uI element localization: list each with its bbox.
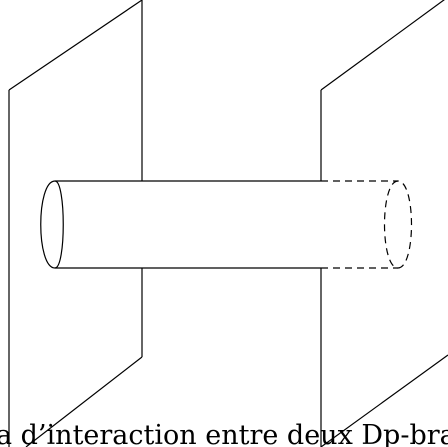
left-brane [8, 0, 143, 447]
left-brane-bottom-edge [25, 356, 143, 447]
cylinder-left-end [40, 180, 64, 269]
left-brane-top-edge [8, 0, 143, 91]
figure-caption: a d’interaction entre deux Dp-bra [0, 420, 448, 447]
right-brane [320, 0, 448, 447]
right-brane-bottom-edge [320, 354, 448, 447]
cylinder-hidden-right-end [383, 180, 413, 269]
cylinder-worldsheet [40, 180, 413, 269]
right-brane-top-edge [320, 0, 445, 91]
